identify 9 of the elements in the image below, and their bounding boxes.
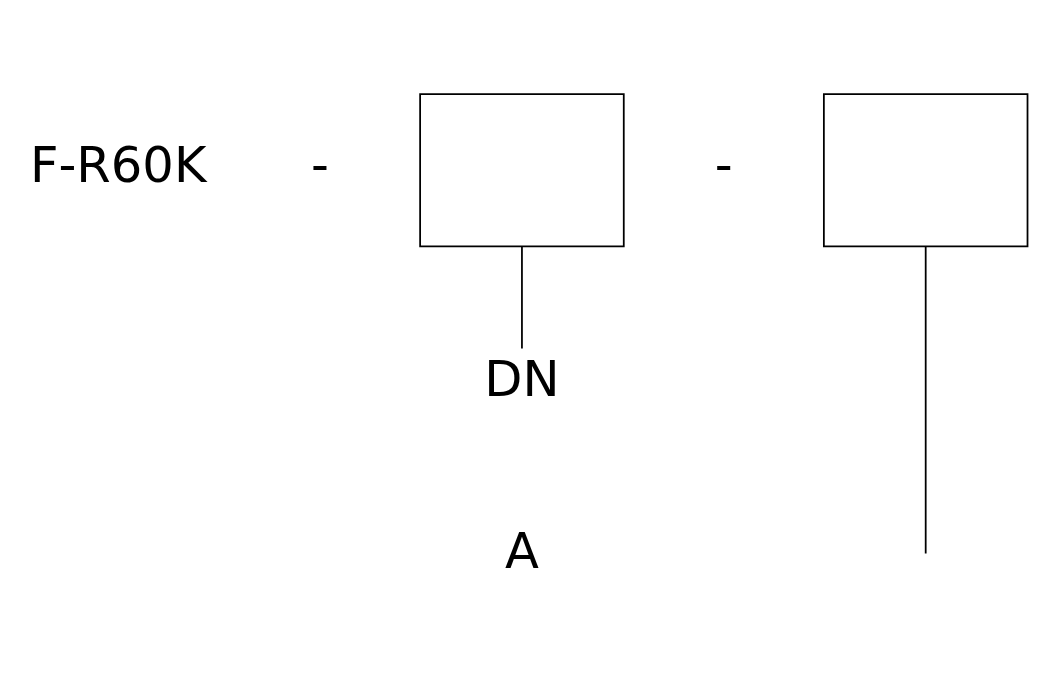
node-box [419, 93, 625, 248]
connector [924, 245, 927, 555]
node-box [823, 93, 1029, 248]
label: F-R60K [29, 136, 207, 195]
connector [521, 245, 523, 350]
label: - [311, 136, 330, 195]
node-text: DN [484, 349, 560, 408]
label: - [714, 136, 733, 195]
label: A [504, 521, 539, 580]
